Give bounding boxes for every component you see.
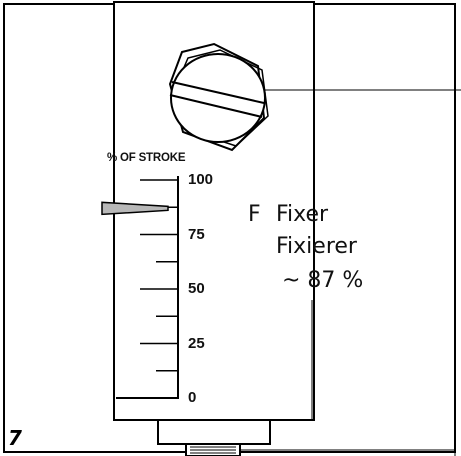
figure-number: 7: [8, 426, 22, 450]
scale-title: % OF STROKE: [107, 152, 186, 164]
tick-label: 50: [188, 280, 205, 297]
callout-percent: ~ 87 %: [282, 268, 364, 293]
tick-label: 0: [188, 389, 197, 406]
callout-letter: F: [248, 202, 261, 227]
stroke-pointer[interactable]: [101, 201, 169, 216]
adjustment-screw-icon[interactable]: [168, 42, 269, 152]
tick-label: 75: [188, 225, 205, 243]
tick-label: 100: [188, 171, 214, 188]
tick-label: 25: [188, 334, 205, 352]
bottom-fitting: [157, 419, 271, 445]
callout-fixierer: Fixierer: [276, 234, 357, 259]
callout-fixer: Fixer: [276, 202, 329, 227]
nozzle-thread: [190, 446, 236, 454]
